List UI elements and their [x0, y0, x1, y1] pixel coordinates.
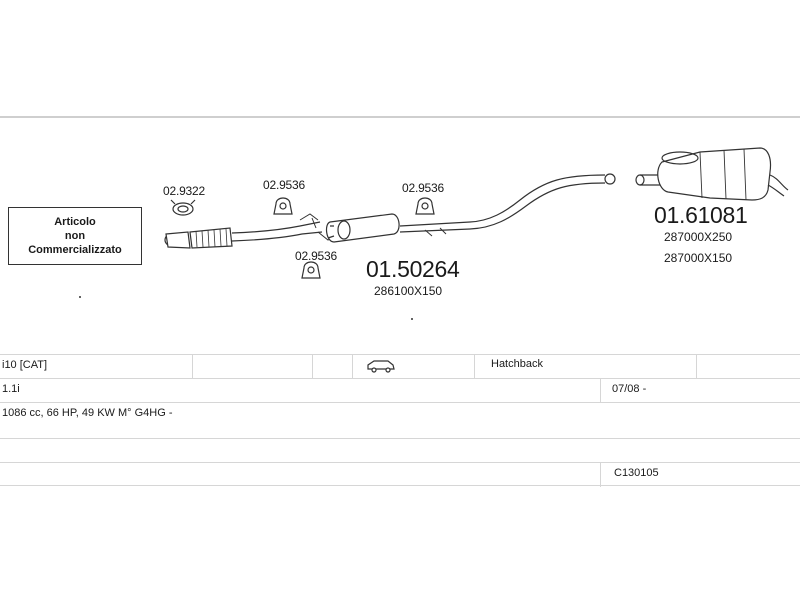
- part-code-middle-silencer[interactable]: 01.50264: [366, 256, 460, 282]
- rear-silencer-dimensions-2: 287000X150: [664, 251, 733, 265]
- not-available-line-1: Articolo: [54, 216, 96, 228]
- part-code-hanger-3[interactable]: 02.9536: [402, 181, 444, 195]
- part-code-hanger-1[interactable]: 02.9536: [263, 178, 305, 192]
- catalog-code: C130105: [614, 467, 659, 479]
- car-hatchback-icon: [367, 360, 395, 373]
- rear-silencer-dimensions-1: 287000X250: [664, 230, 733, 244]
- flex-pipe: [189, 227, 233, 249]
- vehicle-body-type: Hatchback: [491, 358, 543, 370]
- not-available-line-3: Commercializzato: [28, 244, 122, 256]
- vehicle-model: i10 [CAT]: [2, 359, 48, 371]
- clamp-drawing: [170, 199, 196, 216]
- part-code-clamp[interactable]: 02.9322: [163, 184, 205, 198]
- not-available-box: Articolo non Commercializzato: [8, 207, 142, 265]
- intermediate-pipe: [399, 174, 606, 227]
- table-row-empty: [0, 438, 800, 462]
- table-row-catalog: C130105: [0, 462, 800, 487]
- vehicle-spec: 1086 cc, 66 HP, 49 KW M° G4HG -: [2, 407, 173, 419]
- not-available-line-2: non: [64, 230, 86, 242]
- hanger-3-drawing: [415, 197, 435, 215]
- exhaust-diagram: [79, 147, 789, 320]
- table-row-engine: 1.1i 07/08 -: [0, 378, 800, 403]
- middle-silencer-dimensions: 286100X150: [374, 284, 443, 298]
- table-row-spec: 1086 cc, 66 HP, 49 KW M° G4HG -: [0, 402, 800, 438]
- rear-silencer: [657, 147, 789, 201]
- middle-silencer: [325, 213, 400, 243]
- part-code-rear-silencer[interactable]: 01.61081: [654, 202, 748, 228]
- top-frame-line: [0, 116, 800, 118]
- vehicle-engine: 1.1i: [2, 383, 20, 395]
- vehicle-date-range: 07/08 -: [612, 383, 647, 395]
- hanger-2-drawing: [301, 261, 321, 279]
- table-row-model: i10 [CAT] Hatchback: [0, 354, 800, 379]
- part-code-hanger-2[interactable]: 02.9536: [295, 249, 337, 263]
- front-pipe: [231, 221, 321, 234]
- hanger-1-drawing: [273, 197, 293, 215]
